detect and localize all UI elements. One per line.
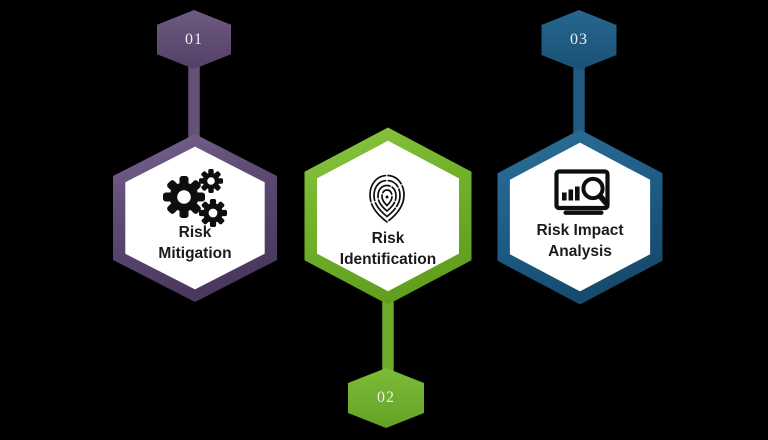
step-2-group bbox=[304, 127, 472, 428]
step-1-group bbox=[113, 10, 277, 302]
gears-icon bbox=[163, 169, 227, 227]
step-1-connector bbox=[188, 60, 200, 140]
step-2-number-hexagon bbox=[348, 368, 424, 428]
step-3-inner-hexagon bbox=[509, 142, 651, 292]
step-1-number-hexagon bbox=[157, 10, 231, 69]
step-3-group bbox=[497, 10, 663, 305]
step-3-connector bbox=[573, 60, 585, 140]
step-1-inner-hexagon bbox=[125, 146, 265, 290]
monitor-magnifier-icon bbox=[554, 169, 610, 215]
step-2-connector bbox=[382, 298, 394, 374]
fingerprint-icon bbox=[369, 174, 405, 224]
step-3-number-hexagon bbox=[541, 10, 617, 70]
